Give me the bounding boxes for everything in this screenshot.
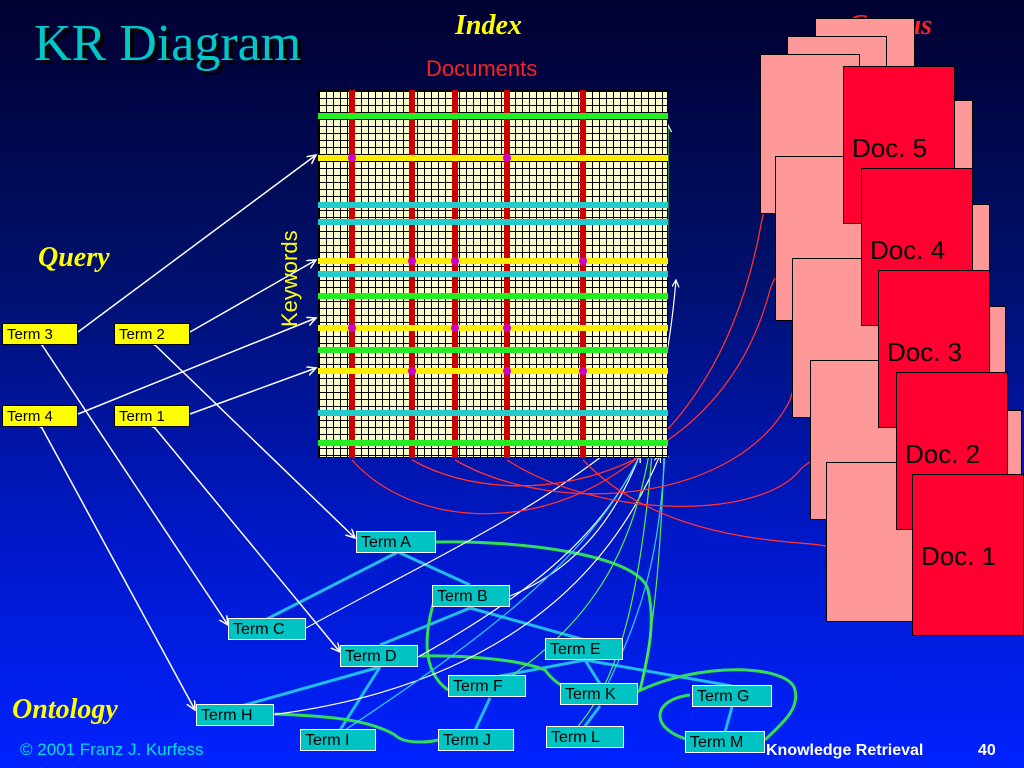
index-matrix xyxy=(318,90,668,458)
ontology-term-d[interactable]: Term D xyxy=(340,645,418,667)
ontology-term-l[interactable]: Term L xyxy=(546,726,624,748)
course-footer: Knowledge Retrieval xyxy=(766,742,924,759)
document-label: Doc. 5 xyxy=(852,133,928,163)
query-ontology-arrows xyxy=(42,345,355,710)
documents-axis-label: Documents xyxy=(426,56,538,81)
copyright-footer: © 2001 Franz J. Kurfess xyxy=(20,740,204,759)
ontology-term-e[interactable]: Term E xyxy=(545,638,623,660)
query-term-1[interactable]: Term 1 xyxy=(114,405,190,427)
ontology-heading: Ontology xyxy=(12,694,118,725)
ontology-term-a[interactable]: Term A xyxy=(356,531,436,553)
ontology-term-c[interactable]: Term C xyxy=(228,618,306,640)
document-label: Doc. 3 xyxy=(887,337,963,367)
document-label: Doc. 1 xyxy=(921,541,997,571)
query-heading: Query xyxy=(38,242,110,273)
ontology-term-j[interactable]: Term J xyxy=(438,729,514,751)
ontology-term-h[interactable]: Term H xyxy=(196,704,274,726)
document-label: Doc. 4 xyxy=(870,235,946,265)
ontology-index-arrows-cyan xyxy=(344,450,665,731)
ontology-term-f[interactable]: Term F xyxy=(448,675,526,697)
page-title: KR Diagram xyxy=(34,15,302,72)
ontology-index-arrows xyxy=(269,280,676,716)
document-label: Doc. 2 xyxy=(905,439,981,469)
query-term-2[interactable]: Term 2 xyxy=(114,323,190,345)
ontology-term-g[interactable]: Term G xyxy=(692,685,772,707)
document-card[interactable]: Doc. 1 xyxy=(912,474,1024,636)
query-term-4[interactable]: Term 4 xyxy=(2,405,78,427)
ontology-hierarchy-lines xyxy=(237,550,734,733)
ontology-term-i[interactable]: Term I xyxy=(300,729,376,751)
index-heading: Index xyxy=(455,10,522,41)
page-number: 40 xyxy=(978,742,996,759)
keywords-axis-label: Keywords xyxy=(277,230,302,327)
query-term-3[interactable]: Term 3 xyxy=(2,323,78,345)
ontology-term-b[interactable]: Term B xyxy=(432,585,510,607)
ontology-term-k[interactable]: Term K xyxy=(560,683,638,705)
ontology-term-m[interactable]: Term M xyxy=(685,731,765,753)
